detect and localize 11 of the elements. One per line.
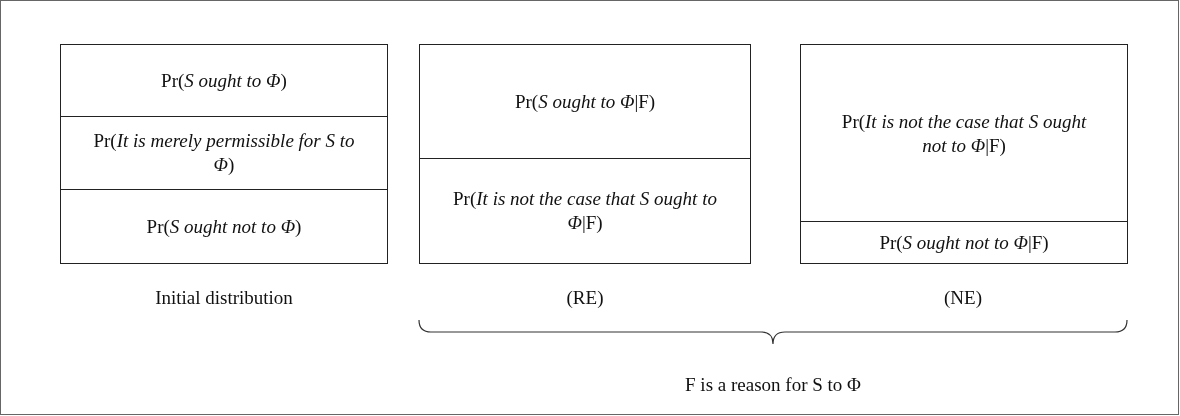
probability-segment: Pr(It is merely permissible for S to Φ) bbox=[60, 116, 388, 190]
probability-segment: Pr(It is not the case that S ought to Φ|F) bbox=[419, 158, 751, 264]
probability-segment: Pr(S ought not to Φ) bbox=[60, 189, 388, 264]
column-caption: (RE) bbox=[566, 287, 604, 309]
brace-caption: F is a reason for S to Φ bbox=[685, 374, 861, 396]
probability-segment: Pr(S ought to Φ|F) bbox=[419, 44, 751, 159]
column-caption: Initial distribution bbox=[155, 287, 293, 309]
probability-segment: Pr(It is not the case that S ought not to Φ|F) bbox=[800, 44, 1128, 222]
column-caption: (NE) bbox=[944, 287, 982, 309]
probability-segment: Pr(S ought not to Φ|F) bbox=[800, 221, 1128, 264]
probability-segment: Pr(S ought to Φ) bbox=[60, 44, 388, 117]
